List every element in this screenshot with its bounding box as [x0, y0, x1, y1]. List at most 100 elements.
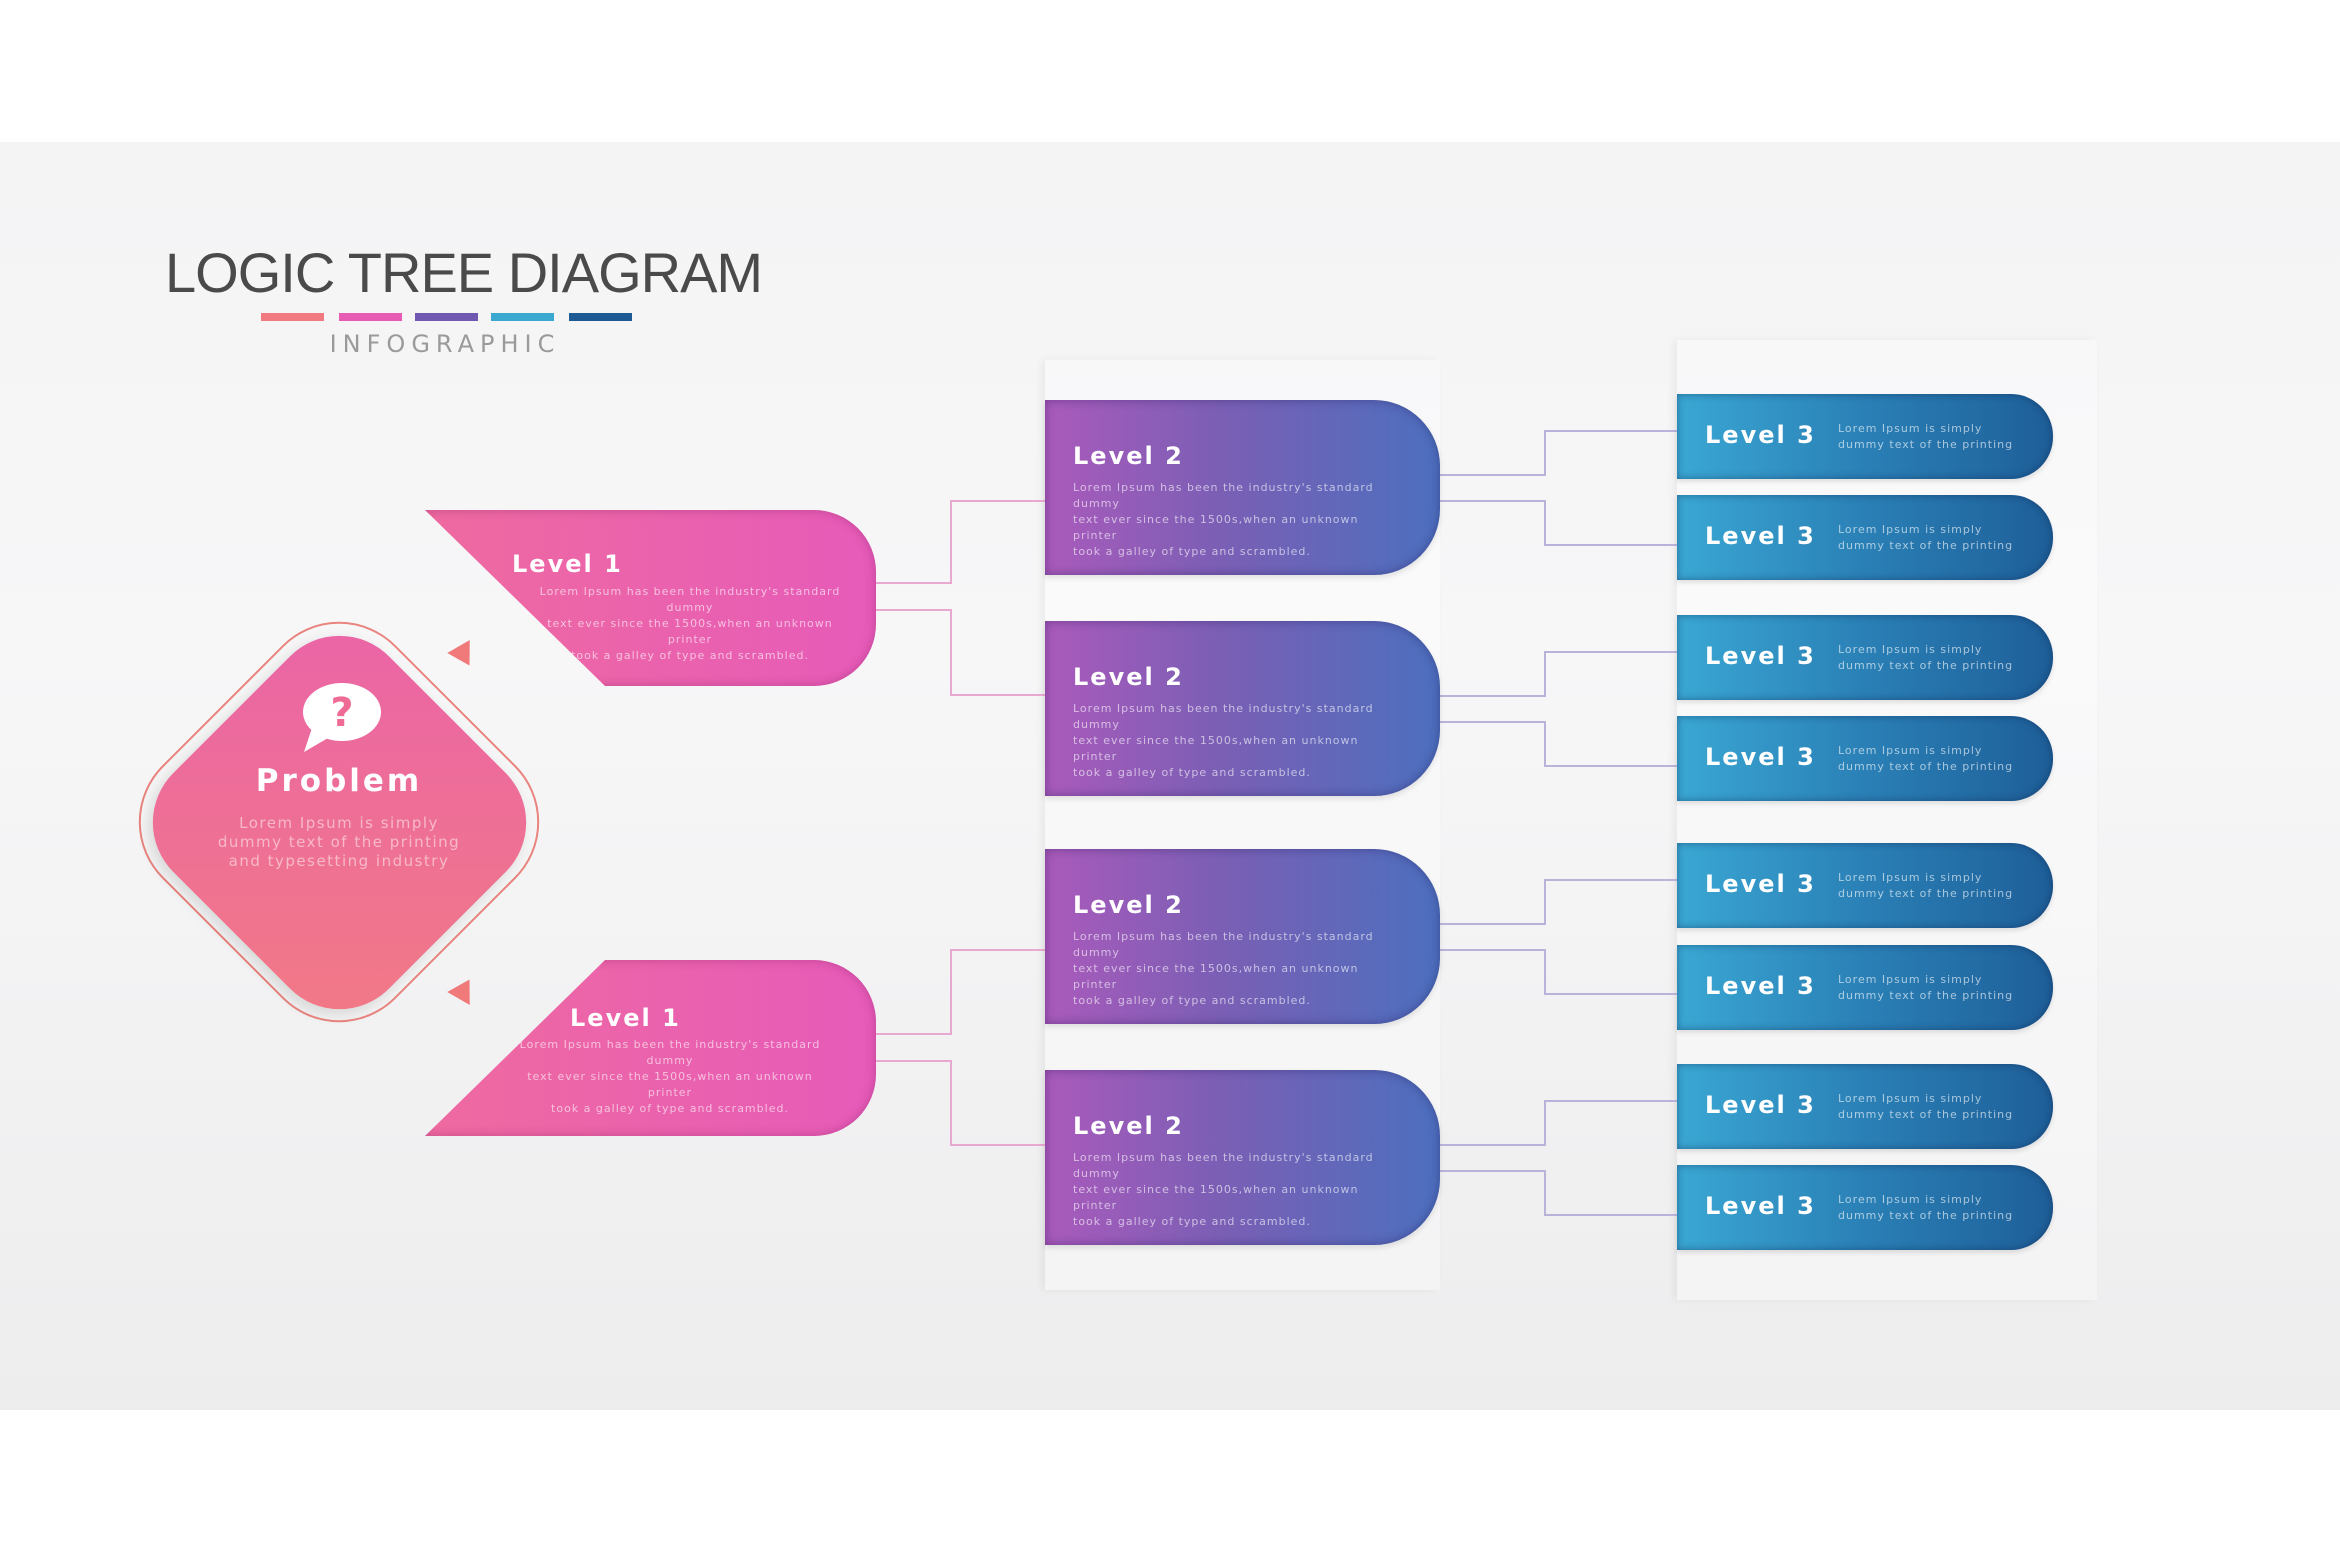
- level3-node: Level 3 Lorem Ipsum is simply dummy text …: [1677, 716, 2053, 801]
- level3-title: Level 3: [1705, 972, 1816, 1000]
- description-line: dummy text of the printing: [1838, 887, 2014, 900]
- level3-description: Lorem Ipsum is simply dummy text of the p…: [1838, 1091, 2038, 1123]
- level3-title: Level 3: [1705, 421, 1816, 449]
- connector-l1-l2: [876, 949, 1045, 1035]
- connector-l1-l2: [876, 500, 1045, 584]
- level3-node: Level 3 Lorem Ipsum is simply dummy text …: [1677, 1064, 2053, 1149]
- level1-title: Level 1: [512, 550, 623, 578]
- level2-description: Lorem Ipsum has been the industry's stan…: [1073, 929, 1403, 1009]
- description-line: Lorem Ipsum is simply: [1838, 643, 1983, 656]
- level2-title: Level 2: [1073, 663, 1184, 691]
- level2-description: Lorem Ipsum has been the industry's stan…: [1073, 701, 1403, 781]
- connector-l1-l2: [876, 1060, 1045, 1146]
- color-bar: [569, 313, 632, 321]
- level1-description: Lorem Ipsum has been the industry's stan…: [530, 584, 850, 664]
- level3-title: Level 3: [1705, 522, 1816, 550]
- description-line: text ever since the 1500s,when an unknow…: [1073, 962, 1359, 991]
- level3-title: Level 3: [1705, 870, 1816, 898]
- description-line: Lorem Ipsum is simply: [1838, 871, 1983, 884]
- color-bar: [491, 313, 554, 321]
- description-line: text ever since the 1500s,when an unknow…: [1073, 513, 1359, 542]
- level3-node: Level 3 Lorem Ipsum is simply dummy text …: [1677, 843, 2053, 928]
- problem-description-line: Lorem Ipsum is simply: [239, 814, 439, 832]
- level3-title: Level 3: [1705, 1091, 1816, 1119]
- connector-l2-l3: [1440, 500, 1677, 546]
- description-line: took a galley of type and scrambled.: [571, 649, 809, 662]
- connector-l2-l3: [1440, 949, 1677, 995]
- description-line: took a galley of type and scrambled.: [551, 1102, 789, 1115]
- description-line: dummy text of the printing: [1838, 438, 2014, 451]
- question-speech-bubble-icon: ?: [303, 683, 381, 752]
- connector-l2-l3: [1440, 1100, 1677, 1146]
- level3-description: Lorem Ipsum is simply dummy text of the p…: [1838, 870, 2038, 902]
- description-line: Lorem Ipsum has been the industry's stan…: [1073, 1151, 1374, 1180]
- level3-description: Lorem Ipsum is simply dummy text of the p…: [1838, 1192, 2038, 1224]
- problem-description-line: dummy text of the printing: [217, 833, 461, 851]
- level3-node: Level 3 Lorem Ipsum is simply dummy text …: [1677, 945, 2053, 1030]
- level3-description: Lorem Ipsum is simply dummy text of the p…: [1838, 642, 2038, 674]
- level1-node: Level 1 Lorem Ipsum has been the industr…: [425, 510, 876, 686]
- page-subtitle: INFOGRAPHIC: [329, 330, 561, 358]
- description-line: took a galley of type and scrambled.: [1073, 545, 1311, 558]
- color-bar: [261, 313, 324, 321]
- problem-title: Problem: [255, 763, 423, 799]
- description-line: took a galley of type and scrambled.: [1073, 1215, 1311, 1228]
- svg-text:?: ?: [330, 690, 353, 736]
- description-line: dummy text of the printing: [1838, 539, 2014, 552]
- problem-description: Lorem Ipsum is simply dummy text of the …: [189, 814, 489, 871]
- description-line: dummy text of the printing: [1838, 1209, 2014, 1222]
- problem-description-line: and typesetting industry: [228, 852, 450, 870]
- level3-node: Level 3 Lorem Ipsum is simply dummy text …: [1677, 394, 2053, 479]
- level2-node: Level 2 Lorem Ipsum has been the industr…: [1045, 1070, 1440, 1245]
- level2-title: Level 2: [1073, 442, 1184, 470]
- description-line: took a galley of type and scrambled.: [1073, 766, 1311, 779]
- level3-node: Level 3 Lorem Ipsum is simply dummy text …: [1677, 495, 2053, 580]
- connector-l2-l3: [1440, 430, 1677, 476]
- description-line: dummy text of the printing: [1838, 760, 2014, 773]
- description-line: text ever since the 1500s,when an unknow…: [1073, 734, 1359, 763]
- level2-description: Lorem Ipsum has been the industry's stan…: [1073, 1150, 1403, 1230]
- description-line: Lorem Ipsum is simply: [1838, 973, 1983, 986]
- level2-description: Lorem Ipsum has been the industry's stan…: [1073, 480, 1403, 560]
- color-bar: [415, 313, 478, 321]
- level3-description: Lorem Ipsum is simply dummy text of the p…: [1838, 743, 2038, 775]
- level3-node: Level 3 Lorem Ipsum is simply dummy text …: [1677, 1165, 2053, 1250]
- level1-description: Lorem Ipsum has been the industry's stan…: [510, 1037, 830, 1117]
- description-line: dummy text of the printing: [1838, 1108, 2014, 1121]
- level2-title: Level 2: [1073, 1112, 1184, 1140]
- description-line: text ever since the 1500s,when an unknow…: [1073, 1183, 1359, 1212]
- description-line: Lorem Ipsum is simply: [1838, 744, 1983, 757]
- level2-node: Level 2 Lorem Ipsum has been the industr…: [1045, 400, 1440, 575]
- description-line: dummy text of the printing: [1838, 659, 2014, 672]
- description-line: Lorem Ipsum is simply: [1838, 1193, 1983, 1206]
- level3-description: Lorem Ipsum is simply dummy text of the p…: [1838, 421, 2038, 453]
- level3-title: Level 3: [1705, 743, 1816, 771]
- description-line: Lorem Ipsum has been the industry's stan…: [1073, 481, 1374, 510]
- description-line: Lorem Ipsum is simply: [1838, 422, 1983, 435]
- connector-l2-l3: [1440, 879, 1677, 925]
- page-title: LOGIC TREE DIAGRAM: [165, 241, 763, 304]
- connector-l2-l3: [1440, 651, 1677, 697]
- description-line: Lorem Ipsum has been the industry's stan…: [1073, 930, 1374, 959]
- level3-description: Lorem Ipsum is simply dummy text of the p…: [1838, 522, 2038, 554]
- level2-title: Level 2: [1073, 891, 1184, 919]
- description-line: Lorem Ipsum has been the industry's stan…: [519, 1038, 821, 1067]
- level1-title: Level 1: [570, 1004, 681, 1032]
- level3-title: Level 3: [1705, 1192, 1816, 1220]
- level3-node: Level 3 Lorem Ipsum is simply dummy text …: [1677, 615, 2053, 700]
- description-line: Lorem Ipsum has been the industry's stan…: [539, 585, 841, 614]
- level2-node: Level 2 Lorem Ipsum has been the industr…: [1045, 621, 1440, 796]
- connector-l1-l2: [876, 609, 1045, 696]
- description-line: took a galley of type and scrambled.: [1073, 994, 1311, 1007]
- level3-title: Level 3: [1705, 642, 1816, 670]
- connector-l2-l3: [1440, 721, 1677, 767]
- description-line: text ever since the 1500s,when an unknow…: [527, 1070, 813, 1099]
- description-line: dummy text of the printing: [1838, 989, 2014, 1002]
- description-line: Lorem Ipsum is simply: [1838, 523, 1983, 536]
- description-line: Lorem Ipsum is simply: [1838, 1092, 1983, 1105]
- level2-node: Level 2 Lorem Ipsum has been the industr…: [1045, 849, 1440, 1024]
- color-bar: [339, 313, 402, 321]
- connector-l2-l3: [1440, 1170, 1677, 1216]
- description-line: text ever since the 1500s,when an unknow…: [547, 617, 833, 646]
